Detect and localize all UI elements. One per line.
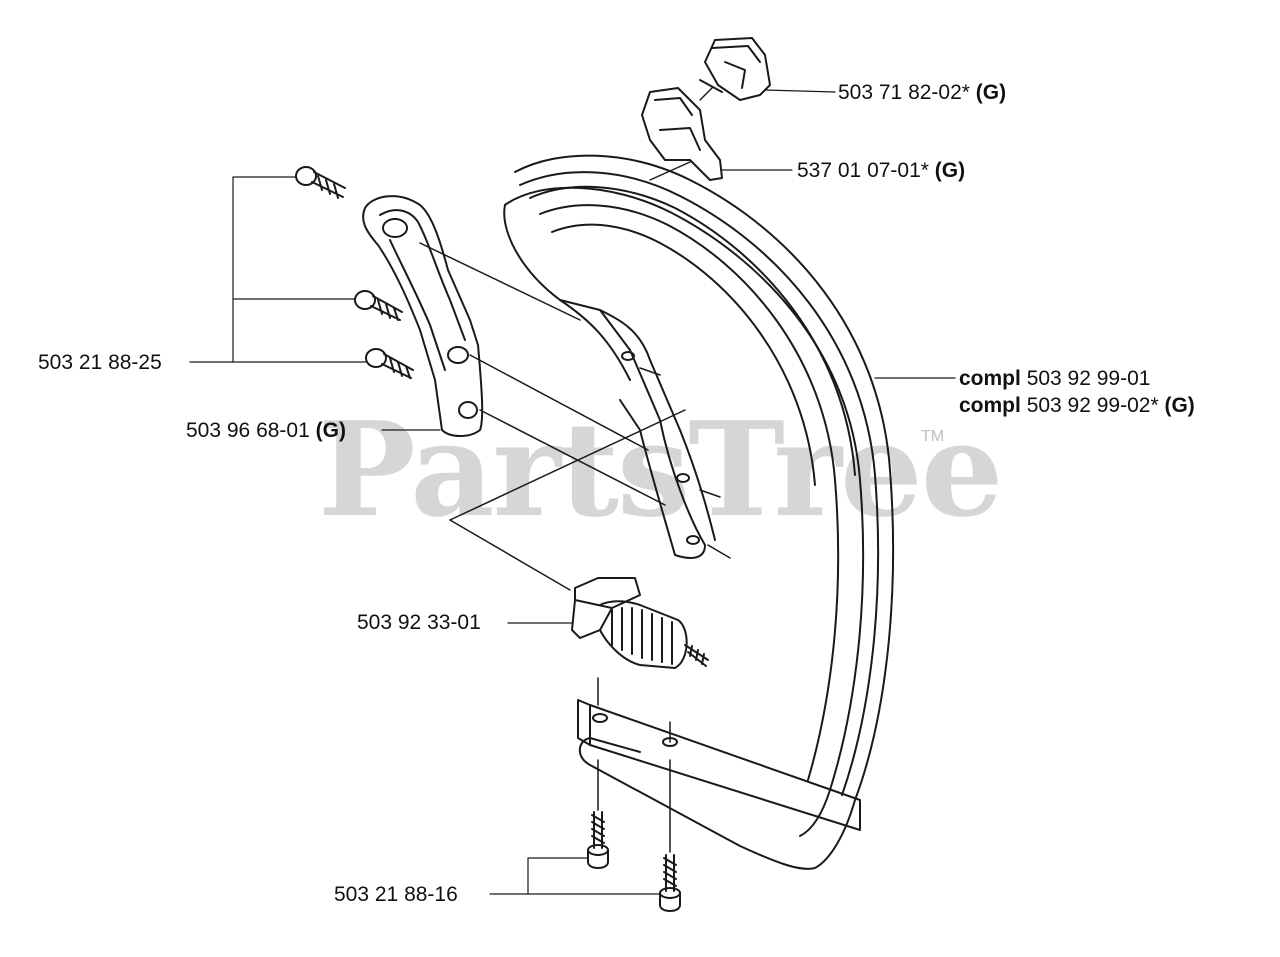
part-number: 503 92 99-02* [1026, 394, 1159, 417]
anti-vibration-spring[interactable] [571, 577, 709, 669]
part-label-503-21-88-25[interactable]: 503 21 88-25 [38, 351, 162, 375]
bracket-screw-top[interactable] [295, 166, 346, 199]
part-label-537-01-07-01[interactable]: 537 01 07-01* (G) [797, 159, 965, 183]
part-suffix: (G) [975, 81, 1007, 104]
part-number: 503 71 82-02* [838, 81, 970, 104]
lower-clip-part[interactable] [641, 87, 723, 181]
part-number: 503 96 68-01 [186, 419, 310, 442]
part-number: 503 92 99-01 [1026, 367, 1151, 390]
bottom-screw-left[interactable] [587, 811, 609, 869]
part-suffix: (G) [315, 419, 346, 442]
part-label-503-92-99-02[interactable]: compl 503 92 99-02* (G) [959, 394, 1195, 418]
part-number: 503 21 88-16 [334, 883, 458, 906]
leader-lines [189, 89, 956, 895]
mounting-bracket[interactable] [362, 195, 484, 437]
upper-clip-part[interactable] [699, 37, 771, 101]
part-number: 503 21 88-25 [38, 351, 162, 374]
part-prefix: compl [959, 367, 1021, 390]
part-prefix: compl [959, 394, 1021, 417]
part-suffix: (G) [1164, 394, 1195, 417]
bottom-screw-right[interactable] [659, 854, 681, 912]
bracket-screw-middle[interactable] [354, 290, 403, 321]
bracket-screw-bottom[interactable] [365, 348, 414, 379]
part-label-503-71-82-02[interactable]: 503 71 82-02* (G) [838, 81, 1006, 105]
front-handle-bar[interactable] [503, 154, 895, 870]
part-label-503-21-88-16[interactable]: 503 21 88-16 [334, 883, 458, 907]
part-label-503-92-99-01[interactable]: compl 503 92 99-01 [959, 367, 1150, 391]
part-number: 503 92 33-01 [357, 611, 481, 634]
part-label-503-96-68-01[interactable]: 503 96 68-01 (G) [186, 419, 346, 443]
part-number: 537 01 07-01* [797, 159, 929, 182]
trademark-symbol: TM [921, 428, 945, 445]
part-label-503-92-33-01[interactable]: 503 92 33-01 [357, 611, 481, 635]
assembly-lines [419, 87, 731, 853]
part-suffix: (G) [934, 159, 966, 182]
